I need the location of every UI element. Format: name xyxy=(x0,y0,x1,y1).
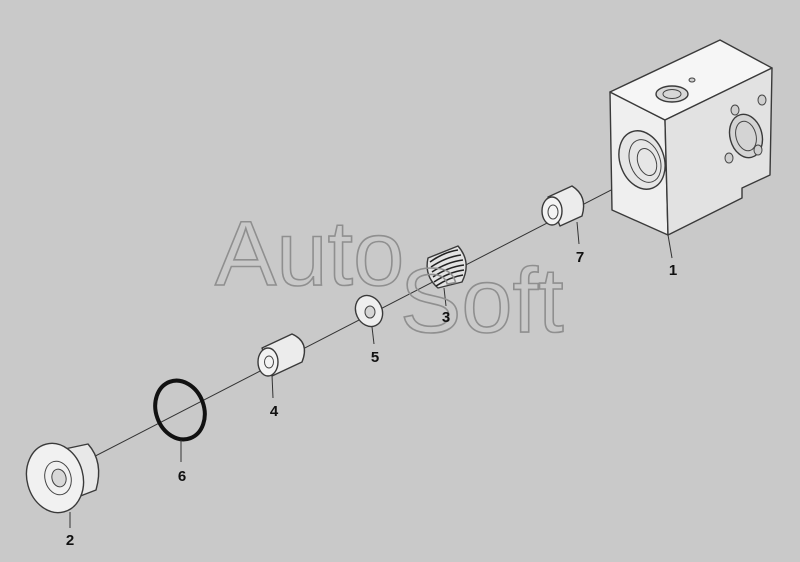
part-4-valve-plunger xyxy=(257,333,306,399)
part-label-5: 5 xyxy=(371,349,379,366)
watermark-auto: Auto xyxy=(215,203,404,305)
part-label-6: 6 xyxy=(178,468,186,485)
part-label-3: 3 xyxy=(442,309,450,326)
watermark-soft: Soft xyxy=(400,250,564,352)
part-label-4: 4 xyxy=(270,403,279,420)
part-2-end-cap xyxy=(25,442,100,528)
part-label-7: 7 xyxy=(576,249,584,266)
part-label-1: 1 xyxy=(669,262,677,279)
part-1-valve-body xyxy=(609,39,773,259)
part-7-valve-seat xyxy=(541,185,585,245)
part-label-2: 2 xyxy=(66,532,74,549)
part-5-washer xyxy=(354,294,384,345)
part-6-o-ring xyxy=(153,378,207,462)
part-3-spring xyxy=(426,245,467,307)
